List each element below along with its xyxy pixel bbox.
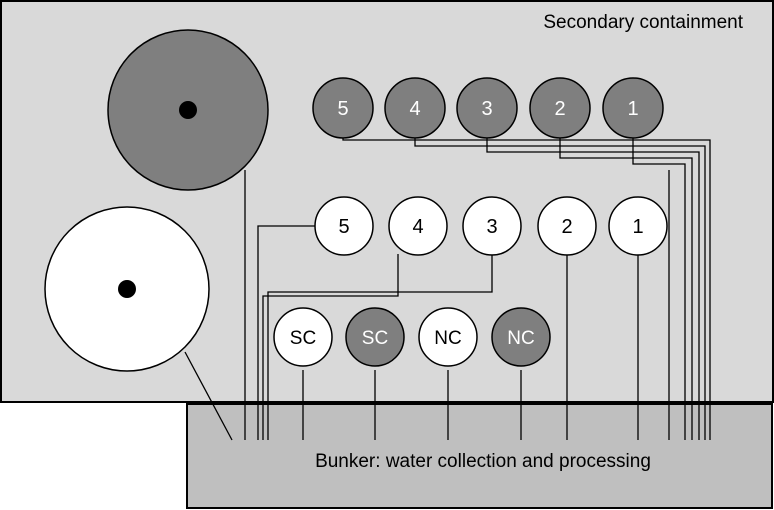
white-tank-3-label: 3 (486, 216, 497, 238)
pipe-dark-tank-1 (632, 136, 686, 440)
pipe-network (184, 136, 711, 441)
sc-dark-tank: SC (345, 307, 405, 367)
nc-dark-tank-label: NC (507, 328, 534, 349)
dark-tank-1: 1 (602, 77, 664, 139)
sc-white-tank-label: SC (290, 328, 316, 349)
dark-tank-4: 4 (384, 77, 446, 139)
dark-tank-5-label: 5 (337, 98, 348, 120)
bunker-label: Bunker: water collection and processing (315, 451, 651, 472)
sc-dark-tank-label: SC (362, 328, 388, 349)
white-tank-2-label: 2 (561, 216, 572, 238)
dark-tank-2-label: 2 (554, 98, 565, 120)
pipe-dark-tank-3 (486, 136, 700, 440)
dark-tank-3: 3 (456, 77, 518, 139)
pipe-large-white-tank (184, 351, 233, 441)
white-tank-row: 5 4 3 2 1 (314, 196, 668, 256)
white-tank-2: 2 (537, 196, 597, 256)
dark-tank-3-label: 3 (481, 98, 492, 120)
large-dark-tank-center-dot (179, 101, 197, 119)
white-tank-3: 3 (462, 196, 522, 256)
sc-white-tank: SC (273, 307, 333, 367)
secondary-containment-label: Secondary containment (543, 12, 743, 33)
dark-tank-row: 5 4 3 2 1 (312, 77, 664, 139)
white-tank-1-label: 1 (632, 216, 643, 238)
pipe-white-tank-4 (262, 254, 399, 440)
large-white-tank-center-dot (118, 280, 136, 298)
nc-white-tank: NC (418, 307, 478, 367)
dark-tank-2: 2 (529, 77, 591, 139)
dark-tank-5: 5 (312, 77, 374, 139)
pipe-white-tank-5 (257, 225, 315, 440)
nc-white-tank-label: NC (434, 328, 461, 349)
white-tank-4: 4 (388, 196, 448, 256)
dark-tank-4-label: 4 (409, 98, 420, 120)
white-tank-5: 5 (314, 196, 374, 256)
pipe-white-tank-3 (267, 254, 493, 440)
bottom-tank-row: SC SC NC NC (273, 307, 551, 367)
dark-tank-1-label: 1 (627, 98, 638, 120)
white-tank-1: 1 (608, 196, 668, 256)
pipe-dark-tank-2 (559, 136, 693, 440)
white-tank-4-label: 4 (412, 216, 423, 238)
nc-dark-tank: NC (491, 307, 551, 367)
bunker-area (186, 403, 773, 509)
white-tank-5-label: 5 (338, 216, 349, 238)
